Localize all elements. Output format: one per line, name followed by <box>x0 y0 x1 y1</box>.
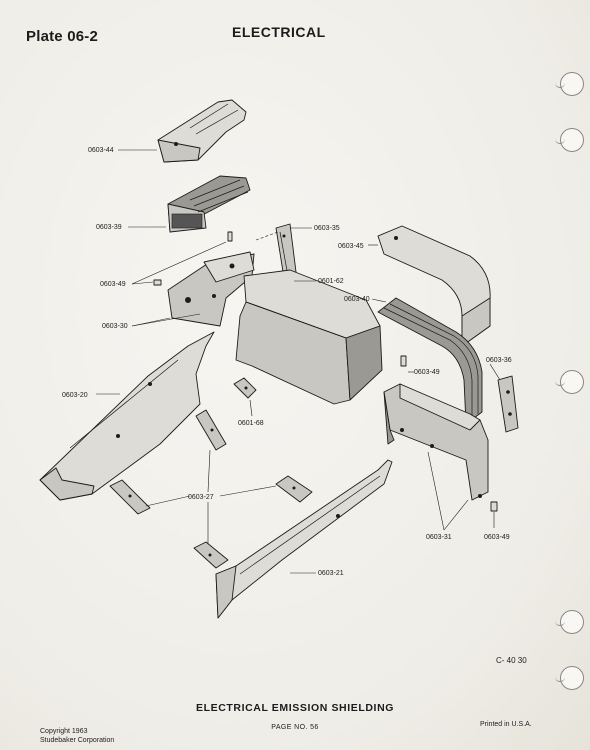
callout-0603-36: 0603-36 <box>486 357 512 364</box>
part-0603-49-pin-b <box>400 355 498 512</box>
figure-code: C- 40 30 <box>496 656 527 665</box>
part-0603-27 <box>109 409 313 569</box>
binder-hole <box>555 72 584 96</box>
callout-0603-49-left: 0603-49 <box>100 281 126 288</box>
part-0603-49-pin-a <box>153 231 233 286</box>
callout-0603-30: 0603-30 <box>102 323 128 330</box>
page-number: PAGE NO. 56 <box>271 724 319 731</box>
callout-0601-62: 0601-62 <box>318 278 344 285</box>
callout-0603-21: 0603-21 <box>318 570 344 577</box>
copyright-line-1: Copyright 1963 <box>40 728 88 735</box>
part-0601-62 <box>235 269 383 405</box>
callout-0601-68: 0601-68 <box>238 420 264 427</box>
binder-hole <box>555 610 584 634</box>
binder-hole <box>555 666 584 690</box>
part-0603-30 <box>167 251 255 327</box>
plate-number: Plate 06-2 <box>26 28 99 45</box>
part-0603-31 <box>383 383 489 501</box>
binder-hole <box>555 128 584 152</box>
callout-0603-35: 0603-35 <box>314 225 340 232</box>
copyright-line-2: Studebaker Corporation <box>40 737 115 744</box>
callout-0603-40: 0603-40 <box>344 296 370 303</box>
part-0603-36 <box>497 375 519 433</box>
printed-in-notice: Printed in U.S.A. <box>480 721 532 728</box>
part-0601-68 <box>233 377 257 399</box>
callout-0603-31: 0603-31 <box>426 534 452 541</box>
callout-0603-44: 0603-44 <box>88 147 114 154</box>
part-0603-21 <box>215 459 393 619</box>
callout-0603-45: 0603-45 <box>338 243 364 250</box>
callout-0603-49-right: 0603-49 <box>484 534 510 541</box>
binder-hole <box>555 370 584 394</box>
plate-caption: ELECTRICAL EMISSION SHIELDING <box>195 702 395 714</box>
callout-0603-20: 0603-20 <box>62 392 88 399</box>
callout-0603-49-mid: 0603-49 <box>414 369 440 376</box>
section-title: ELECTRICAL <box>232 24 326 40</box>
copyright-notice: Copyright 1963 Studebaker Corporation <box>40 727 114 745</box>
callout-0603-27: 0603-27 <box>188 494 214 501</box>
callout-0603-39: 0603-39 <box>96 224 122 231</box>
part-0603-39 <box>167 175 251 233</box>
part-0603-20 <box>39 331 215 501</box>
part-0603-40 <box>377 297 483 425</box>
part-0603-35 <box>275 223 297 279</box>
part-0603-44 <box>157 99 247 163</box>
